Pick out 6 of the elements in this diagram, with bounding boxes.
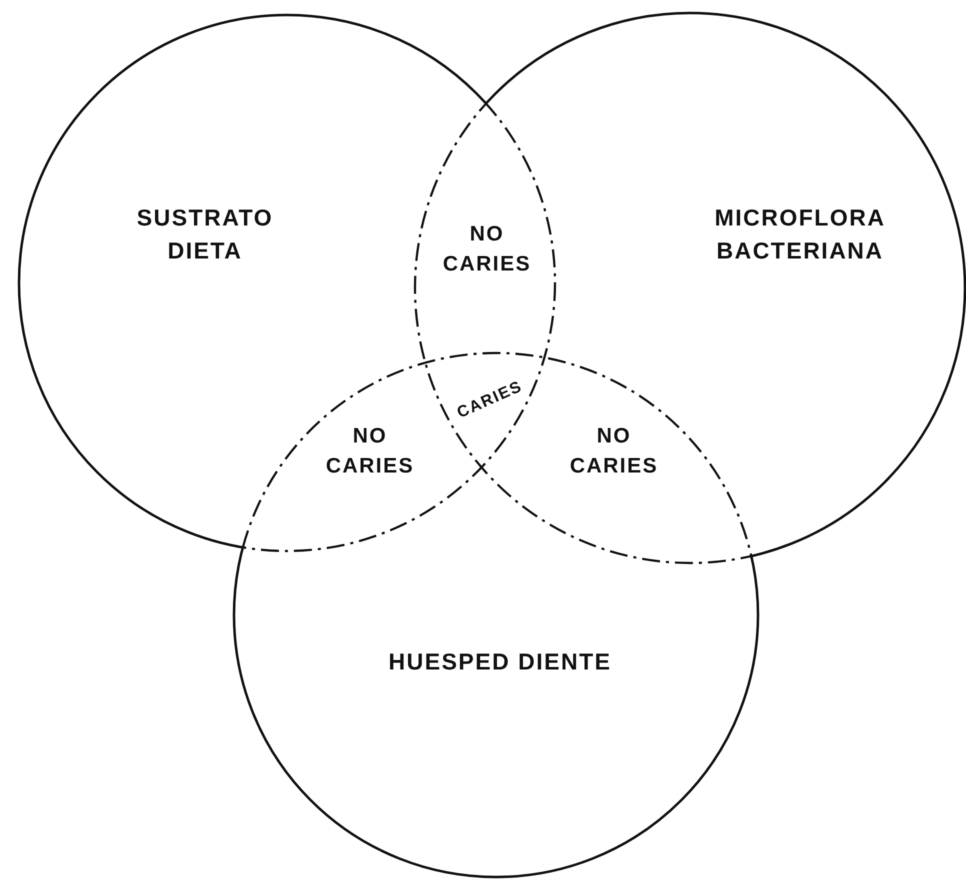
region-label: NO CARIES — [442, 222, 532, 278]
circle-label: HUESPED DIENTE — [388, 647, 612, 676]
circle-label: MICROFLORA BACTERIANA — [714, 204, 886, 266]
region-label: NO CARIES — [568, 424, 660, 480]
circle-label: SUSTRATO DIETA — [136, 204, 274, 266]
region-label: NO CARIES — [324, 424, 416, 480]
